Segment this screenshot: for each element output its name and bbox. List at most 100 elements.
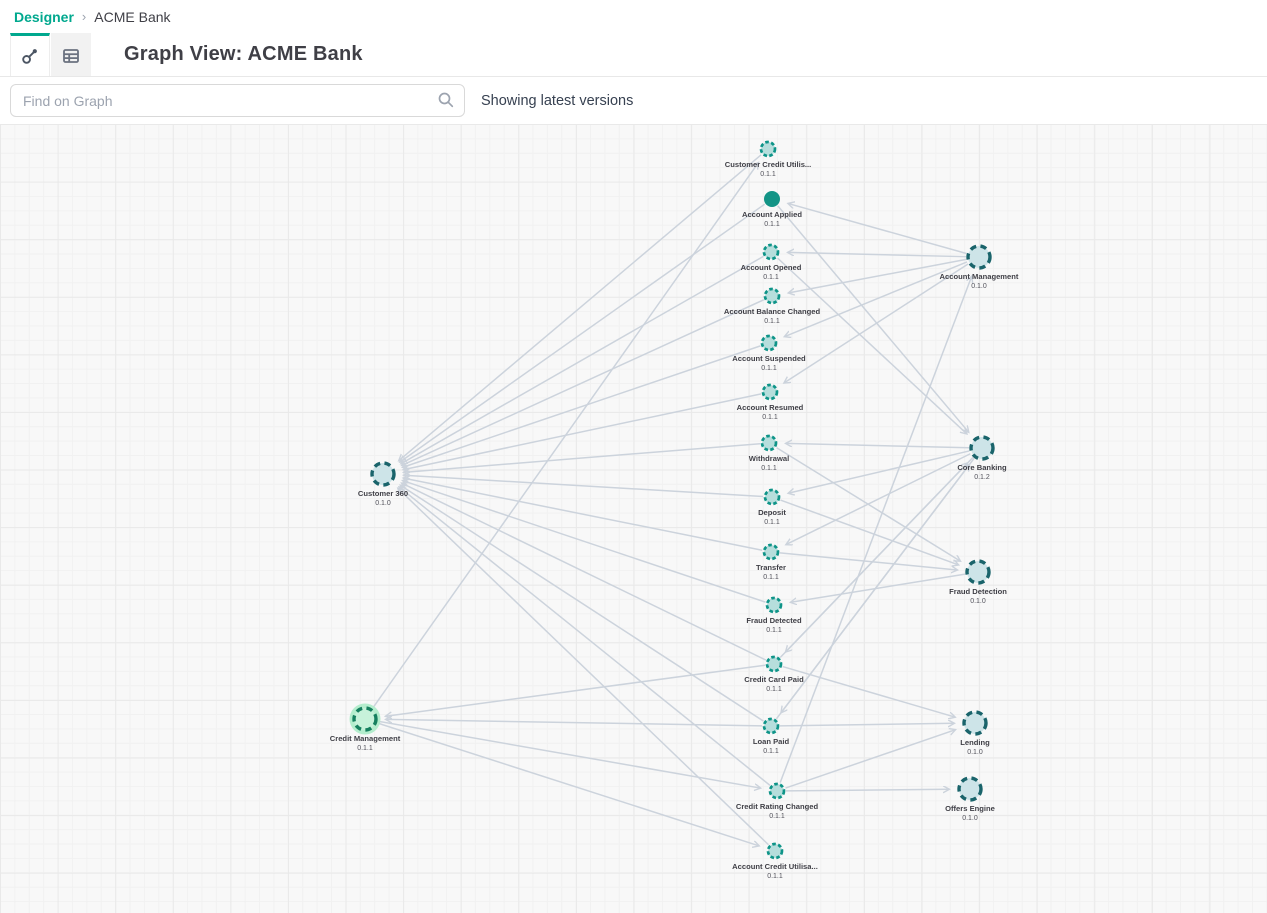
node-version: 0.1.1 — [766, 686, 782, 693]
graph-edge — [404, 393, 762, 470]
graph-edge — [786, 453, 971, 545]
tab-bar: Graph View: ACME Bank — [0, 33, 1267, 77]
graph-edge — [788, 204, 967, 255]
graph-edge — [785, 730, 956, 789]
graph-edge — [780, 499, 958, 565]
graph-node-withdrawal[interactable]: Withdrawal 0.1.1 — [749, 434, 789, 472]
graph-edge — [776, 447, 960, 561]
node-label: Deposit — [758, 508, 786, 517]
breadcrumb-chevron-icon: › — [81, 9, 87, 24]
graph-edge — [788, 252, 967, 258]
graph-edge — [398, 489, 770, 846]
graph-icon — [20, 46, 40, 66]
graph-node-account_credit_util[interactable]: Account Credit Utilisa...0.1.1 — [732, 842, 818, 880]
node-version: 0.1.1 — [761, 365, 777, 372]
search-input[interactable] — [10, 84, 465, 117]
node-label: Account Suspended — [732, 354, 806, 363]
status-text: Showing latest versions — [481, 92, 634, 109]
graph-edge — [377, 720, 760, 788]
node-version: 0.1.1 — [357, 745, 373, 752]
node-version: 0.1.0 — [971, 283, 987, 290]
graph-node-lending[interactable]: Lending 0.1.0 — [960, 710, 990, 756]
node-label: Offers Engine — [945, 804, 995, 813]
node-version: 0.1.0 — [970, 598, 986, 605]
node-label: Customer 360 — [358, 489, 408, 498]
node-version: 0.1.0 — [967, 749, 983, 756]
node-version: 0.1.1 — [763, 748, 779, 755]
graph-edge — [386, 664, 766, 716]
node-version: 0.1.1 — [766, 627, 782, 634]
breadcrumb-designer-link[interactable]: Designer — [14, 8, 74, 25]
node-label: Credit Card Paid — [744, 675, 804, 684]
graph-edge — [377, 722, 758, 846]
graph-edge — [386, 719, 763, 727]
graph-edge — [401, 485, 764, 722]
graph-edge — [779, 277, 971, 783]
node-label: Account Opened — [741, 263, 802, 272]
graph-edge — [777, 205, 969, 432]
graph-edge — [789, 450, 970, 493]
node-label: Loan Paid — [753, 737, 790, 746]
graph-node-account_opened[interactable]: Account Opened 0.1.1 — [741, 243, 802, 281]
node-version: 0.1.1 — [764, 519, 780, 526]
node-version: 0.1.0 — [375, 500, 391, 507]
graph-node-fraud_detected[interactable]: Fraud Detected 0.1.1 — [746, 596, 802, 634]
node-label: Customer Credit Utilis... — [725, 160, 812, 169]
graph-edge — [785, 261, 968, 337]
graph-edge — [402, 299, 765, 466]
graph-node-account_suspended[interactable]: Account Suspended 0.1.1 — [732, 334, 806, 372]
node-label: Fraud Detected — [746, 616, 802, 625]
graph-node-loan_paid[interactable]: Loan Paid 0.1.1 — [753, 717, 790, 755]
node-label: Credit Rating Changed — [736, 802, 819, 811]
graph-edge — [400, 203, 766, 462]
graph-node-credit_rating_changed[interactable]: Credit Rating Changed 0.1.1 — [736, 782, 819, 820]
graph-edge — [777, 257, 967, 434]
node-version: 0.1.1 — [767, 873, 783, 880]
graph-edge — [779, 552, 957, 570]
graph-edge — [402, 483, 767, 661]
table-icon — [61, 46, 81, 66]
node-label: Account Management — [940, 272, 1019, 281]
graph-edge — [399, 154, 762, 461]
node-version: 0.1.1 — [763, 274, 779, 281]
graph-edge — [779, 723, 954, 726]
node-label: Credit Management — [330, 734, 401, 743]
graph-edge — [775, 465, 969, 720]
graph-edge — [786, 443, 970, 449]
graph-node-customer_360[interactable]: Customer 360 0.1.0 — [358, 461, 408, 507]
graph-edge — [403, 481, 766, 603]
graph-node-credit_management[interactable]: Credit Management 0.1.1 — [330, 703, 401, 753]
node-label: Transfer — [756, 563, 786, 572]
node-version: 0.1.0 — [962, 815, 978, 822]
graph-node-deposit[interactable]: Deposit 0.1.1 — [758, 488, 786, 526]
graph-edge — [399, 487, 771, 786]
node-label: Account Applied — [742, 210, 802, 219]
tab-table-view[interactable] — [51, 33, 91, 76]
graph-edge — [404, 475, 764, 498]
node-version: 0.1.1 — [764, 318, 780, 325]
node-version: 0.1.1 — [761, 465, 777, 472]
node-version: 0.1.1 — [769, 813, 785, 820]
graph-node-offers_engine[interactable]: Offers Engine 0.1.0 — [945, 776, 995, 822]
graph-node-cust_credit_util[interactable]: Customer Credit Utilis...0.1.1 — [725, 140, 812, 178]
graph-edge — [785, 789, 949, 791]
tab-graph-view[interactable] — [10, 33, 50, 76]
node-version: 0.1.1 — [764, 221, 780, 228]
graph-node-account_applied[interactable]: Account Applied 0.1.1 — [742, 191, 802, 228]
graph-node-credit_card_paid[interactable]: Credit Card Paid 0.1.1 — [744, 655, 804, 693]
node-version: 0.1.2 — [974, 474, 990, 481]
graph-node-fraud_detection[interactable]: Fraud Detection 0.1.0 — [949, 559, 1007, 605]
graph-edge — [782, 665, 955, 718]
graph-node-account_management[interactable]: Account Management 0.1.0 — [940, 244, 1019, 290]
node-label: Lending — [960, 738, 990, 747]
node-label: Withdrawal — [749, 454, 789, 463]
node-label: Fraud Detection — [949, 587, 1007, 596]
breadcrumb: Designer › ACME Bank — [0, 0, 1267, 33]
graph-edge — [403, 345, 761, 467]
